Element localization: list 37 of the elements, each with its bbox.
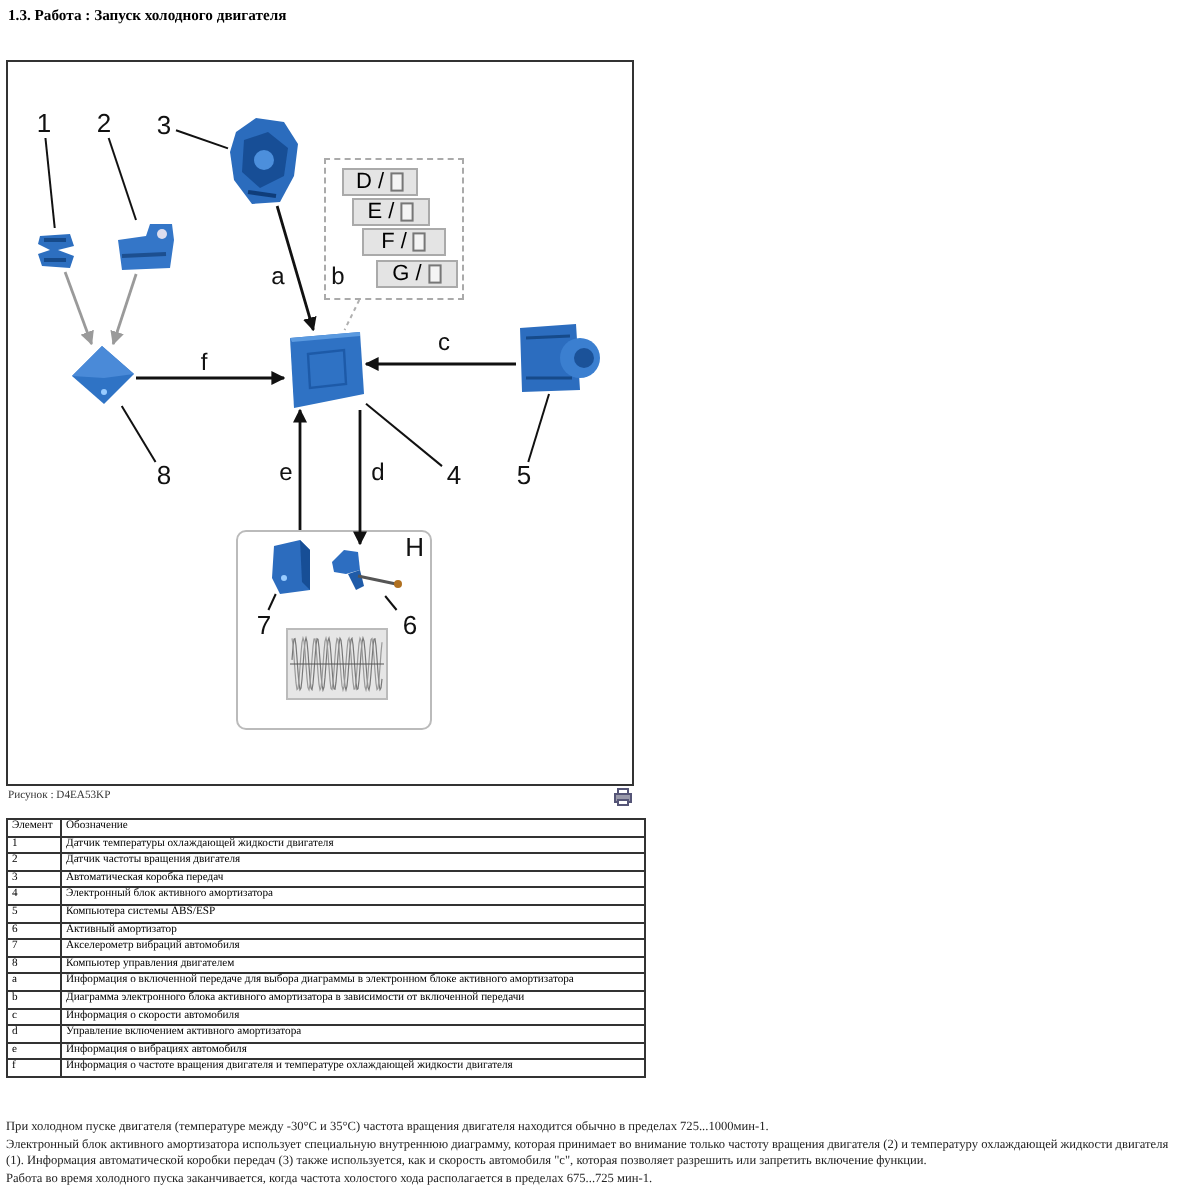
card-label: F / (381, 230, 407, 254)
leader-line (384, 595, 398, 611)
leader-line (120, 405, 157, 463)
leader-line (527, 393, 550, 463)
card-label: E / (367, 200, 395, 224)
diagram-card (362, 228, 446, 256)
diagram-card (376, 260, 458, 288)
leader-line (267, 593, 277, 611)
arrow (110, 273, 138, 346)
diagram-card (342, 168, 418, 196)
group-panel (236, 530, 432, 730)
callout-number: 4 (442, 462, 466, 490)
arrow (364, 357, 516, 371)
dotted-connector (343, 299, 361, 331)
callout-number: 8 (152, 462, 176, 490)
arrow (275, 205, 317, 332)
callout-number: 2 (92, 110, 116, 138)
edge-label: d (368, 460, 388, 486)
diagram-card (352, 198, 430, 226)
callout-number: 3 (152, 112, 176, 140)
callout-number: 1 (32, 110, 56, 138)
callout-number: 6 (398, 612, 422, 640)
panel-label: H (405, 534, 424, 562)
arrow (63, 271, 94, 346)
arrow (353, 410, 367, 546)
edge-label: b (328, 264, 348, 290)
leader-line (365, 402, 443, 468)
arrow (136, 371, 286, 385)
leader-line (107, 137, 137, 221)
dotted-panel (324, 158, 464, 300)
arrow (293, 408, 307, 530)
leader-line (175, 129, 229, 150)
callout-number: 7 (252, 612, 276, 640)
callout-number: 5 (512, 462, 536, 490)
leader-line (44, 137, 56, 229)
card-label: D / (355, 170, 385, 194)
card-label: G / (392, 262, 422, 286)
